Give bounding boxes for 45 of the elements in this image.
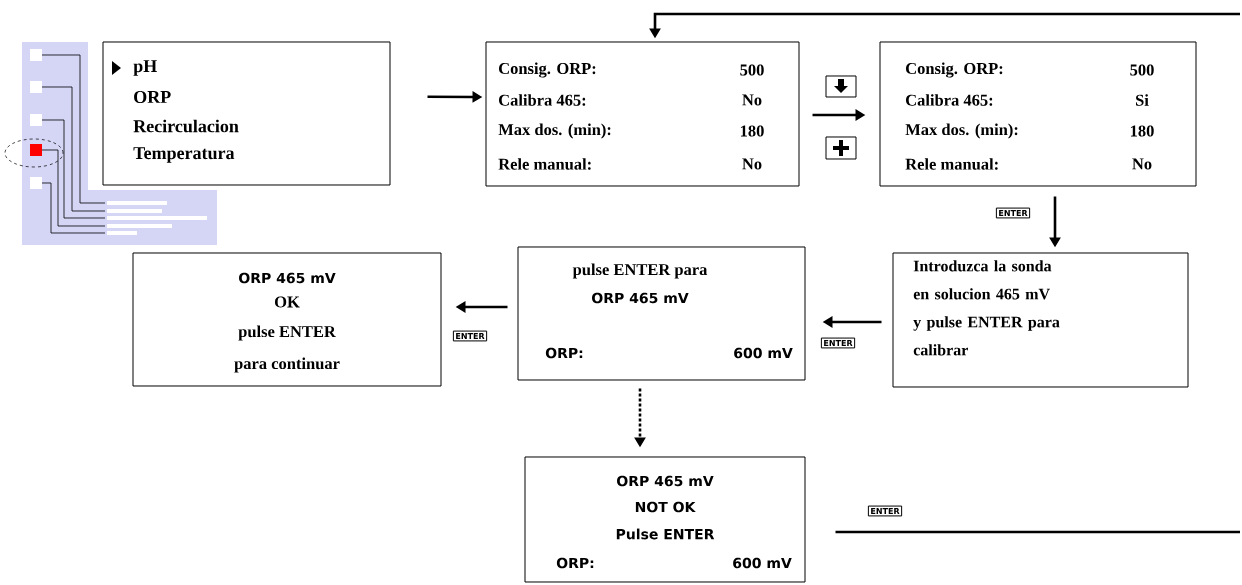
screen-text: ORP [134, 90, 171, 104]
screen-text: 180 [740, 125, 764, 137]
screen-text: Consig. ORP: [499, 62, 596, 78]
screen-text: 500 [1130, 64, 1154, 76]
screen-text: 600 mV [734, 347, 793, 359]
screen-box [132, 252, 442, 387]
screen-text: ORP 465 mV [617, 475, 714, 487]
screen-text: Introduzca la sonda en solucion 465 mV y pulse ENTER para calibrar [913, 260, 1060, 356]
screen-box [517, 246, 806, 381]
screen-text: Calibra 465: [499, 94, 586, 106]
screen-text: No [1132, 158, 1152, 170]
screen-box [102, 41, 391, 186]
screen-text: ORP: [545, 347, 583, 359]
screen-text: Max dos. (min): [498, 123, 611, 139]
screen-text: pH [133, 60, 157, 76]
edge-label: ENTER [995, 207, 1031, 219]
screen-text: para continuar [234, 357, 340, 373]
screen-text: ORP 465 mV [239, 272, 336, 284]
screen-box [892, 252, 1189, 388]
screen-text: Rele manual: [498, 158, 591, 170]
screen-text: OK [275, 296, 300, 308]
screen-text: pulse ENTER para [572, 263, 708, 279]
edge-label: ENTER [452, 330, 488, 342]
screen-box [879, 41, 1197, 187]
screen-text: Si [1136, 94, 1149, 106]
screen-text: 500 [740, 64, 764, 76]
screen-text: No [742, 94, 762, 106]
screen-text: Pulse ENTER [616, 528, 715, 540]
screen-text: pulse ENTER [238, 325, 336, 341]
screen-text: ORP 465 mV [592, 292, 689, 304]
edge-label: ENTER [867, 505, 903, 517]
screen-box [524, 456, 806, 583]
screen-text: Recirculacion [133, 119, 239, 133]
screen-text: 600 mV [733, 557, 792, 569]
screen-text: No [742, 158, 762, 170]
screen-text: 180 [1130, 125, 1154, 137]
screen-text: Consig. ORP: [906, 62, 1003, 78]
screen-text: Rele manual: [905, 158, 998, 170]
screen-text: NOT OK [635, 501, 696, 513]
screen-text: Max dos. (min): [905, 123, 1018, 139]
screen-text: ORP: [556, 557, 594, 569]
edge-label: ENTER [820, 337, 856, 349]
screen-box [485, 41, 800, 187]
screen-text: Calibra 465: [906, 94, 993, 106]
screen-text: Temperatura [133, 147, 235, 163]
